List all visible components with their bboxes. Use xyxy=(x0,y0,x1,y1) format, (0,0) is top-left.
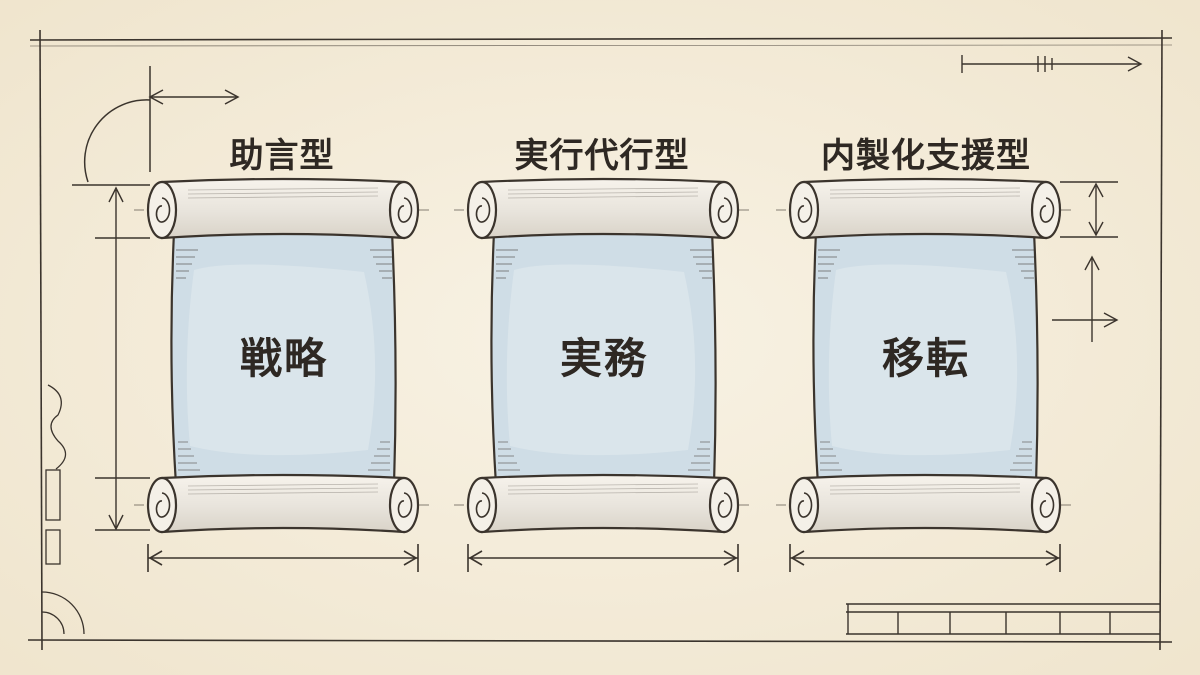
arc-guide xyxy=(83,66,240,183)
left-dimension xyxy=(72,184,150,531)
scroll-text-strategy: 戦略 xyxy=(239,334,328,383)
title-block xyxy=(846,603,1160,635)
scroll-advisory xyxy=(134,177,432,572)
card-label-enablement: 内製化支援型 xyxy=(821,136,1031,176)
scroll-enablement xyxy=(776,177,1074,572)
scroll-text-operations: 実務 xyxy=(559,334,648,383)
scroll-text-transfer: 移転 xyxy=(881,334,970,383)
card-label-advisory: 助言型 xyxy=(229,136,335,176)
ruler-arrow-top-right xyxy=(961,55,1143,73)
scroll-execution xyxy=(454,177,752,572)
left-ornament xyxy=(41,384,85,635)
right-dimension xyxy=(1052,181,1119,342)
blueprint-frame xyxy=(27,29,1173,651)
card-label-execution: 実行代行型 xyxy=(514,136,690,176)
